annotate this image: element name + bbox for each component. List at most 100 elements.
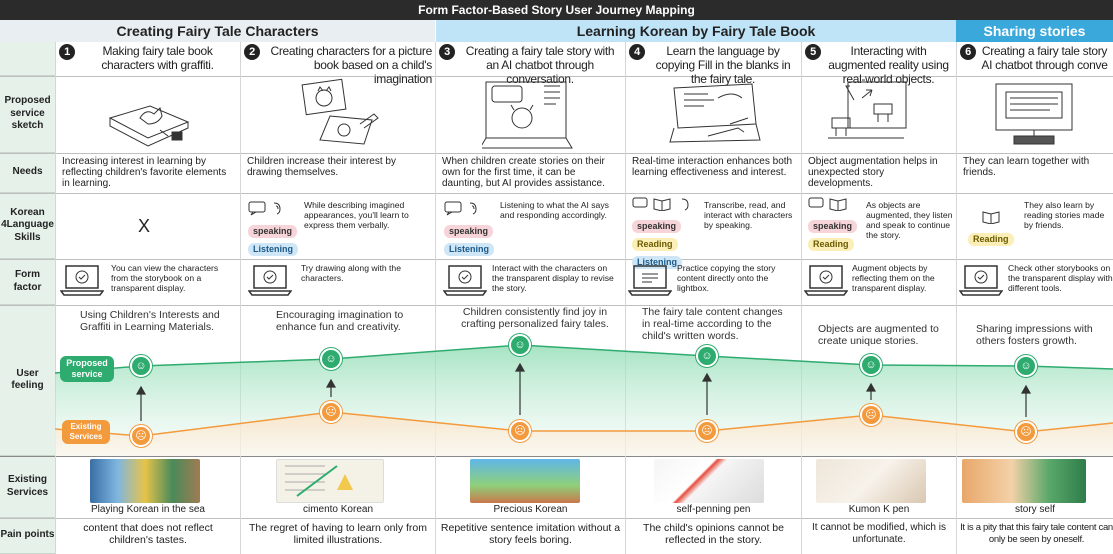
- step-number: 3: [439, 44, 455, 60]
- skills-text: Transcribe, read, and interact with char…: [704, 200, 793, 230]
- pain-point-text: The child's opinions cannot be reflected…: [643, 522, 784, 546]
- laptop-icon: [248, 265, 292, 296]
- step-title: Creating characters for a picture book b…: [270, 44, 432, 86]
- skills-text: They also learn by reading stories made …: [1024, 200, 1105, 230]
- sad-face-icon: ☹: [1015, 421, 1037, 443]
- page-title: Form Factor-Based Story User Journey Map…: [0, 0, 1113, 20]
- sketch-drawing: [482, 81, 573, 149]
- step-number: 6: [960, 44, 976, 60]
- form-factor-text: Try drawing along with the characters.: [301, 263, 401, 283]
- divider: [625, 42, 626, 554]
- row-label-pain-points: Pain points: [0, 518, 55, 554]
- step-title: Creating a fairy tale story AI chatbot t…: [981, 44, 1108, 72]
- skill-icons: speaking Reading Listening: [632, 197, 698, 270]
- divider: [240, 42, 241, 554]
- badge-reading: Reading: [808, 238, 854, 251]
- user-feeling-graph: [55, 344, 1113, 456]
- service-caption: story self: [1014, 504, 1055, 515]
- sketch-drawing: [108, 105, 190, 147]
- sad-face-icon: ☹: [130, 425, 152, 447]
- form-factor-text: You can view the characters from the sto…: [111, 263, 219, 293]
- skill-none-mark: X: [138, 216, 151, 236]
- badge-speaking: speaking: [248, 225, 298, 238]
- needs-text: Real-time interaction enhances both lear…: [632, 156, 793, 178]
- laptop-icon: [60, 265, 104, 296]
- skills-text: As objects are augmented, they listen an…: [866, 200, 953, 240]
- needs-text: Children increase their interest by draw…: [247, 156, 396, 178]
- step-header-5: 5 Interacting with augmented reality usi…: [802, 42, 956, 86]
- step-title: Learn the language by copying Fill in th…: [655, 44, 791, 86]
- service-thumbnail: [816, 459, 926, 503]
- pain-point-text: content that does not reflect children's…: [83, 522, 213, 546]
- service-thumbnail: [962, 459, 1086, 503]
- badge-speaking: speaking: [808, 220, 858, 233]
- feeling-text: Sharing impressions with others fosters …: [976, 323, 1093, 347]
- existing-line: [55, 411, 1113, 437]
- step-header-6: 6 Creating a fairy tale story AI chatbot…: [957, 42, 1113, 76]
- needs-text: When children create stories on their ow…: [442, 156, 605, 189]
- step-header-2: 2 Creating characters for a picture book…: [241, 42, 435, 86]
- sad-face-icon: ☹: [320, 401, 342, 423]
- speech-book-icon: [808, 197, 847, 212]
- step-number: 2: [244, 44, 260, 60]
- skills-text: Listening to what the AI says and respon…: [500, 200, 609, 220]
- corner-cell: [0, 42, 55, 76]
- worksheet-icon: [285, 465, 353, 497]
- phase-sharing-stories: Sharing stories: [956, 20, 1113, 42]
- service-caption: Playing Korean in the sea: [91, 504, 205, 515]
- divider: [0, 193, 1113, 194]
- skill-icons: speaking Listening: [444, 200, 494, 257]
- pain-point-text: Repetitive sentence imitation without a …: [440, 522, 621, 546]
- service-caption: self-penning pen: [676, 504, 751, 515]
- happy-face-icon: ☺: [130, 355, 152, 377]
- phase-learning-korean: Learning Korean by Fairy Tale Book: [435, 20, 956, 42]
- happy-face-icon: ☺: [509, 334, 531, 356]
- book-icon: [982, 211, 1000, 225]
- form-factor-text: Interact with the characters on the tran…: [492, 263, 614, 293]
- badge-reading: Reading: [968, 233, 1014, 246]
- row-label-form-factor: Form factor: [0, 259, 55, 305]
- needs-text: Object augmentation helps in unexpected …: [808, 156, 938, 189]
- sad-face-icon: ☹: [860, 404, 882, 426]
- laptop-icon: [628, 265, 672, 296]
- sketch-drawing: [995, 83, 1073, 145]
- step-number: 5: [805, 44, 821, 60]
- row-label-sketch: Proposed service sketch: [0, 76, 55, 153]
- step-header-1: 1 Making fairy tale book characters with…: [56, 42, 240, 76]
- laptop-icon: [959, 265, 1003, 296]
- happy-face-icon: ☺: [696, 345, 718, 367]
- sketch-drawing: [828, 81, 907, 139]
- pain-point-text: It cannot be modified, which is unfortun…: [812, 522, 946, 545]
- divider: [0, 305, 1113, 306]
- row-label-user-feeling: User feeling: [0, 305, 55, 456]
- step-header-4: 4 Learn the language by copying Fill in …: [626, 42, 801, 86]
- skill-icons: speaking Listening: [248, 200, 298, 257]
- skill-icons: speaking Reading: [808, 197, 858, 252]
- step-header-3: 3 Creating a fairy tale story with an AI…: [436, 42, 625, 86]
- divider: [956, 42, 957, 554]
- service-thumbnail: [654, 459, 764, 503]
- sad-face-icon: ☹: [696, 420, 718, 442]
- step-title: Making fairy tale book characters with g…: [101, 44, 214, 72]
- divider: [0, 456, 1113, 457]
- divider: [55, 42, 56, 554]
- service-thumbnail: [276, 459, 384, 503]
- divider: [0, 518, 1113, 519]
- divider: [0, 76, 1113, 77]
- row-label-needs: Needs: [0, 153, 55, 193]
- happy-face-icon: ☺: [320, 348, 342, 370]
- badge-speaking: speaking: [444, 225, 494, 238]
- step-number: 1: [59, 44, 75, 60]
- pain-point-text: The regret of having to learn only from …: [248, 522, 427, 546]
- service-caption: Kumon K pen: [848, 504, 910, 515]
- existing-area: [55, 412, 1113, 456]
- step-number: 4: [629, 44, 645, 60]
- badge-speaking: speaking: [632, 220, 682, 233]
- divider: [0, 259, 1113, 260]
- service-thumbnail: [470, 459, 580, 503]
- pain-point-text: It is a pity that this fairy tale conten…: [960, 522, 1113, 545]
- form-factor-text: Check other storybooks on the transparen…: [1008, 263, 1113, 293]
- happy-face-icon: ☺: [1015, 355, 1037, 377]
- feeling-text: The fairy tale content changes in real-t…: [642, 306, 783, 342]
- needs-text: Increasing interest in learning by refle…: [62, 156, 227, 189]
